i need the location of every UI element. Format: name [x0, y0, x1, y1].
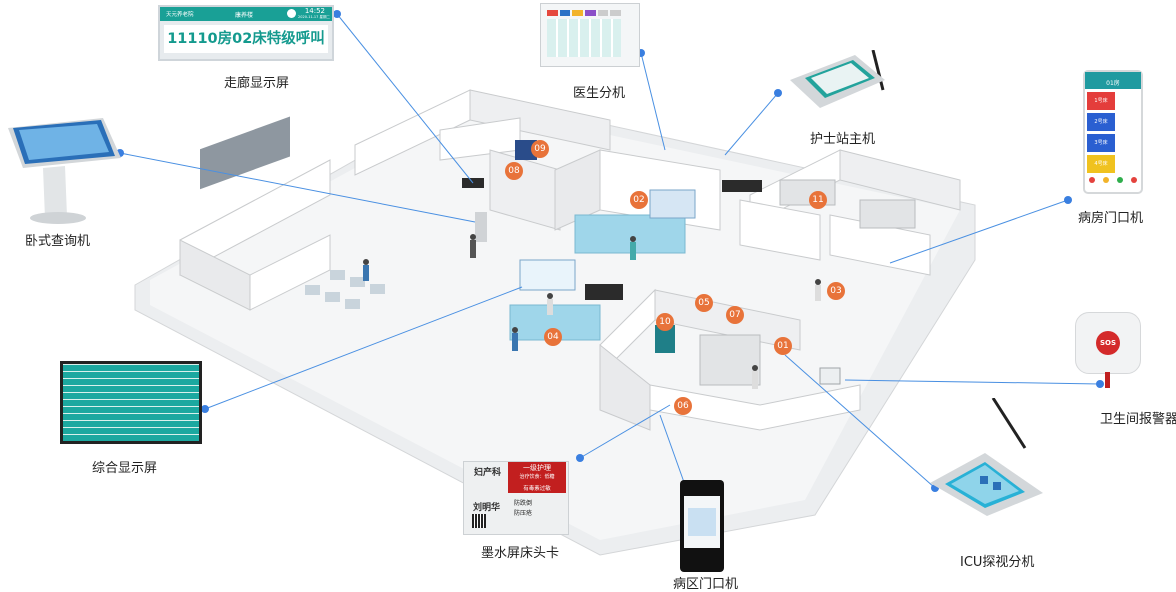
sos-button: SOS: [1096, 331, 1120, 355]
bedcard-note-1: 防跌倒: [514, 500, 533, 507]
bedcard-dept: 妇产科: [474, 468, 502, 478]
corridor-message: 11110房02床特级呼叫: [164, 25, 328, 53]
bedcard-name: 刘明华: [473, 503, 501, 513]
alarm-cord: [1105, 372, 1110, 388]
corridor-logo-icon: [287, 9, 296, 18]
kiosk-device: [3, 108, 121, 226]
icu-visit-unit-device: [925, 397, 1045, 518]
doctor-extension-device: [540, 3, 640, 67]
bedcard-care-level: 一级护理: [523, 464, 551, 472]
marker-01: 01: [774, 337, 792, 355]
label-eink-bedcard: 墨水屏床头卡: [481, 546, 560, 561]
marker-02: 02: [630, 191, 648, 209]
eink-bedcard-device: 妇产科 刘明华 一级护理 治疗饮食：低糖 有毒素过敏 防跌倒 防压疮: [463, 461, 569, 535]
label-ward-door-unit: 病房门口机: [1078, 211, 1144, 226]
label-ward-area-door-unit: 病区门口机: [673, 577, 739, 592]
bathroom-alarm-device: SOS: [1075, 312, 1141, 374]
marker-10: 10: [656, 313, 674, 331]
marker-04: 04: [544, 328, 562, 346]
label-doctor-extension: 医生分机: [573, 86, 626, 101]
label-nurse-station-host: 护士站主机: [810, 132, 876, 147]
hangup-icon: [1131, 177, 1137, 183]
bedcard-qr-icon: [472, 514, 486, 528]
bedcard-note-2: 防压疮: [514, 510, 533, 517]
label-bathroom-alarm: 卫生间报警器: [1100, 412, 1176, 427]
kiosk-graphic: [8, 118, 121, 224]
corridor-time: 14:52: [304, 7, 325, 15]
label-kiosk: 卧式查询机: [25, 234, 91, 249]
door-unit-bed-1: 1号床: [1087, 92, 1115, 110]
label-icu-visit-unit: ICU探视分机: [960, 555, 1035, 570]
call-icon: [1089, 177, 1095, 183]
nurse-host-graphic: [790, 49, 885, 108]
bedcard-diet: 治疗饮食：低糖: [519, 474, 555, 480]
icu-unit-graphic: [930, 397, 1043, 516]
label-integrated-display: 综合显示屏: [92, 461, 158, 476]
nurse-station-host-device: [785, 49, 895, 112]
marker-06: 06: [674, 397, 692, 415]
furniture: [200, 116, 916, 386]
corridor-header-left: 天元养老院: [166, 12, 194, 18]
bedcard-tag: 有毒素过敏: [508, 484, 566, 493]
door-unit-room: 01房: [1085, 79, 1141, 89]
ward-door-unit-device: 01房 1号床 2号床 3号床 4号床: [1083, 70, 1143, 194]
connector-lines: [119, 13, 1101, 489]
ward-area-door-unit-device: [680, 480, 724, 572]
marker-08: 08: [505, 162, 523, 180]
door-unit-bed-3: 3号床: [1087, 134, 1115, 152]
integrated-display-device: [60, 361, 202, 444]
marker-11: 11: [809, 191, 827, 209]
accept-icon: [1117, 177, 1123, 183]
corridor-display-screen: 天元养老院 康养楼 14:52 2020-11-17 星期二 11110房02床…: [158, 5, 334, 61]
label-corridor-display: 走廊显示屏: [224, 76, 290, 91]
corridor-display-header: 天元养老院 康养楼 14:52 2020-11-17 星期二: [160, 7, 332, 21]
marker-07: 07: [726, 306, 744, 324]
corridor-header-center: 康养楼: [235, 12, 254, 19]
marker-05: 05: [695, 294, 713, 312]
marker-03: 03: [827, 282, 845, 300]
people: [363, 234, 821, 389]
door-unit-bed-4: 4号床: [1087, 155, 1115, 173]
corridor-date: 2020-11-17 星期二: [298, 15, 330, 19]
marker-09: 09: [531, 140, 549, 158]
message-icon: [1103, 177, 1109, 183]
door-unit-bed-2: 2号床: [1087, 113, 1115, 131]
